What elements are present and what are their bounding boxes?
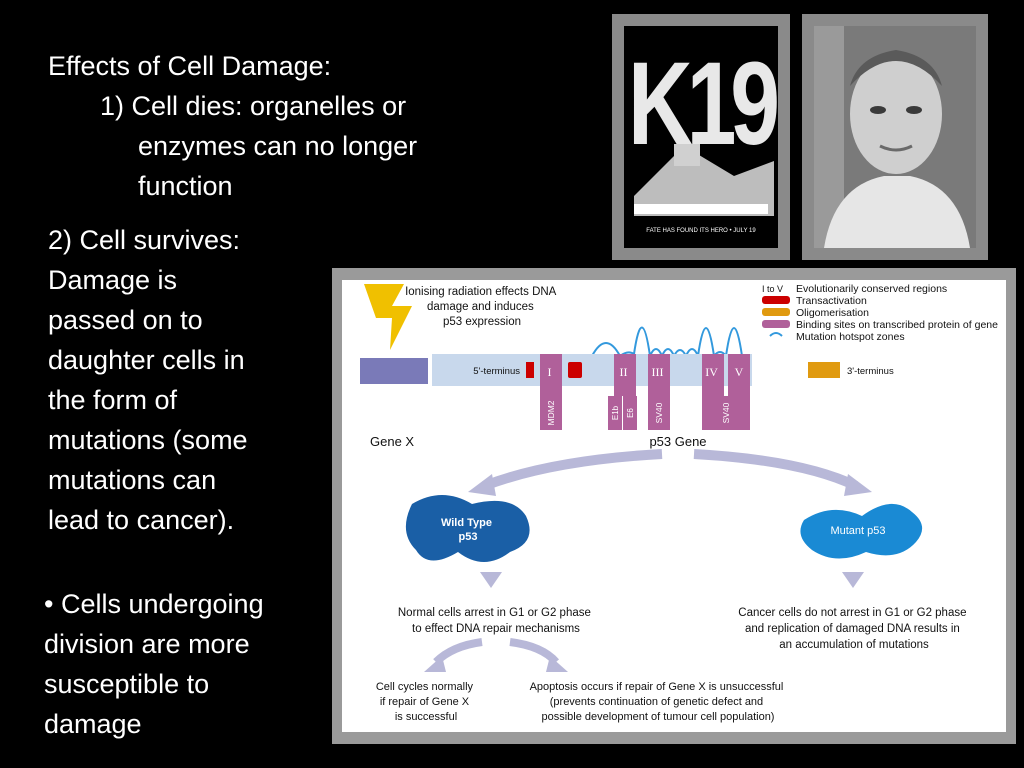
binding-tag	[540, 396, 562, 430]
legend-hotspot-icon	[769, 332, 783, 337]
point2-line: daughter cells in	[48, 345, 245, 375]
poster-credit-bar	[634, 204, 768, 214]
binding-label-sv40: SV40	[721, 402, 731, 423]
submarine-shape	[634, 146, 774, 216]
cancer-cells-text: Cancer cells do not arrest in G1 or G2 p…	[738, 607, 969, 651]
poster-title-text: K19	[628, 38, 777, 170]
binding-label-e1b: E1b	[611, 405, 620, 420]
legend-transactivation: Transactivation	[796, 295, 867, 307]
hotspot-peaks	[591, 326, 743, 360]
legend-swatch-binding	[762, 320, 790, 328]
jacket-shape	[824, 176, 970, 248]
region-block	[702, 354, 724, 396]
region-block	[540, 354, 562, 396]
arrow-to-mutant	[693, 449, 859, 491]
p53-diagram-frame: Ionising radiation effects DNA damage an…	[332, 268, 1016, 744]
point-cell-dies: 1) Cell dies: organelles or enzymes can …	[100, 86, 417, 206]
five-terminus-label: 5'-terminus	[473, 366, 520, 377]
legend-regions-symbol: I to V	[762, 284, 783, 294]
p53-gene-label: p53 Gene	[649, 434, 706, 449]
point2-line: Damage is	[48, 265, 178, 295]
gene-bar-tail	[752, 354, 1006, 386]
legend-hotspot: Mutation hotspot zones	[796, 331, 905, 343]
gene-x-block	[360, 358, 428, 384]
legend-binding: Binding sites on transcribed protein of …	[796, 319, 998, 331]
point2-line: the form of	[48, 385, 178, 415]
p53-diagram: Ionising radiation effects DNA damage an…	[342, 280, 1006, 732]
transactivation-block	[568, 362, 582, 378]
region-label: IV	[705, 365, 718, 379]
binding-tag	[623, 396, 637, 430]
region-block	[614, 354, 636, 396]
arrow-down	[842, 572, 864, 588]
point1-line1: 1) Cell dies: organelles or	[100, 91, 407, 121]
point2-line: mutations can	[48, 465, 217, 495]
point2-line: lead to cancer).	[48, 505, 235, 535]
point2-line: 2) Cell survives:	[48, 225, 241, 255]
point1-line2: enzymes can no longer	[138, 131, 418, 161]
transactivation-block	[526, 362, 534, 378]
face-shape	[850, 54, 942, 174]
region-label: V	[735, 365, 744, 379]
binding-tag	[648, 396, 670, 430]
slide-title: Effects of Cell Damage:	[48, 51, 332, 81]
region-label: III	[652, 365, 664, 379]
legend-regions: Evolutionarily conserved regions	[796, 283, 947, 295]
bullet-line: division are more	[44, 629, 250, 659]
lightning-icon	[364, 284, 412, 350]
submarine-tower	[674, 144, 700, 166]
wild-type-p53-shape	[405, 495, 530, 562]
point-cell-survives: 2) Cell survives: Damage is passed on to…	[48, 220, 248, 540]
binding-label-mdm2: MDM2	[546, 400, 556, 425]
bullet-line: susceptible to	[44, 669, 210, 699]
region-block	[728, 354, 750, 396]
region-label: II	[620, 365, 628, 379]
wild-type-label: Wild Type p53	[441, 517, 495, 543]
portrait-photo	[814, 26, 976, 248]
binding-label-e6: E6	[626, 408, 635, 418]
cycles-normally-text: Cell cycles normally if repair of Gene X…	[376, 681, 476, 723]
legend-oligomerisation: Oligomerisation	[796, 307, 869, 319]
portrait-photo-frame	[802, 14, 988, 260]
binding-tag	[608, 396, 622, 430]
svg-text:I II III: I II III IV V	[548, 365, 744, 379]
oligomerisation-block	[808, 362, 840, 378]
bullet-line: • Cells undergoing	[44, 589, 264, 619]
binding-tag	[702, 396, 750, 430]
three-terminus-label: 3'-terminus	[847, 366, 894, 377]
radiation-text: Ionising radiation effects DNA damage an…	[405, 286, 559, 328]
gene-x-label: Gene X	[370, 434, 414, 449]
poster-tagline: FATE HAS FOUND ITS HERO • JULY 19	[646, 228, 756, 234]
arrow-to-cycles	[433, 638, 483, 665]
mutant-p53-shape	[800, 503, 923, 559]
bullet-line: damage	[44, 709, 142, 739]
apoptosis-text: Apoptosis occurs if repair of Gene X is …	[530, 681, 787, 723]
bullet-division: • Cells undergoing division are more sus…	[44, 584, 264, 744]
mutant-label: Mutant p53	[830, 525, 885, 537]
region-label: I	[548, 365, 552, 379]
point2-line: passed on to	[48, 305, 203, 335]
legend-swatch-transactivation	[762, 296, 790, 304]
point2-line: mutations (some	[48, 425, 248, 455]
binding-label-sv40: SV40	[654, 402, 664, 423]
region-block	[648, 354, 670, 396]
arrow-down	[480, 572, 502, 588]
movie-poster: K19 FATE HAS FOUND ITS HERO • JULY 19	[624, 26, 778, 248]
arrow-to-apoptosis	[509, 638, 560, 665]
movie-poster-frame: K19 FATE HAS FOUND ITS HERO • JULY 19	[612, 14, 790, 260]
normal-cells-text: Normal cells arrest in G1 or G2 phase to…	[398, 607, 594, 635]
legend-swatch-oligomerisation	[762, 308, 790, 316]
arrow-to-wildtype	[482, 449, 663, 491]
hair-shape	[850, 50, 942, 86]
point1-line3: function	[138, 171, 233, 201]
